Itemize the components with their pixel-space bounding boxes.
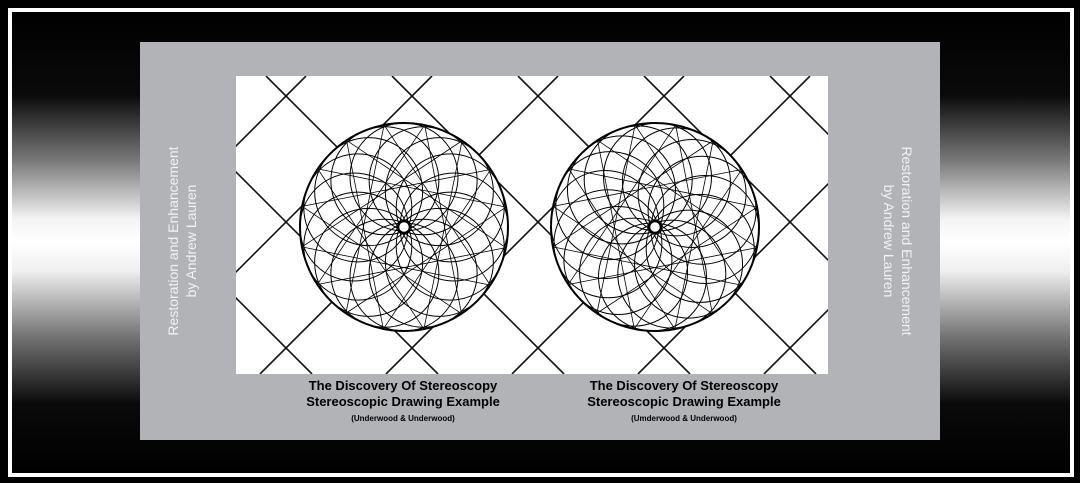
rosette-arc <box>634 209 744 319</box>
rosette-chord <box>317 168 425 330</box>
rosette-chord <box>552 140 714 248</box>
rosette-drawing <box>236 76 828 374</box>
rosette-chord <box>316 124 425 285</box>
rosette-chord <box>383 124 491 286</box>
rosette-arc <box>553 189 663 299</box>
rosette-arc <box>583 125 693 235</box>
rosette-arc <box>563 206 673 316</box>
grid-line <box>236 296 313 374</box>
rosette-chord <box>674 140 714 330</box>
grid-line <box>769 76 828 136</box>
rosette-chord <box>597 140 635 330</box>
rosette-arc <box>617 219 727 329</box>
rosette-chord <box>301 206 462 315</box>
grid-line <box>763 308 828 374</box>
rosette-arc <box>647 155 757 265</box>
rosette-chord <box>552 169 742 207</box>
rosette-chord <box>301 246 491 286</box>
rosette-chord <box>597 139 758 248</box>
caption-title: The Discovery Of Stereoscopy <box>308 378 498 393</box>
stereo-card: Restoration and Enhancement by Andrew La… <box>140 42 940 440</box>
rosette-chord <box>423 140 463 330</box>
grid-line <box>236 76 307 148</box>
right-credit-text: Restoration and Enhancement by Andrew La… <box>880 146 916 335</box>
rosette-chord <box>552 206 713 315</box>
rosette-chord <box>346 140 384 330</box>
rosette-chord <box>301 140 463 248</box>
credit-line: Restoration and Enhancement <box>899 146 915 336</box>
rosette-chord <box>596 206 758 314</box>
rosette-center <box>647 219 663 235</box>
rosette-chord <box>317 168 507 208</box>
rosette-arc <box>566 135 676 245</box>
caption-credit: (Umderwood & Underwood) <box>631 414 737 423</box>
rosette-chord <box>568 247 758 285</box>
rosette-chord <box>596 124 636 314</box>
credit-line: by Andrew Lauren <box>183 184 199 298</box>
rosette-chord <box>552 246 742 286</box>
rosette-chord <box>301 169 491 207</box>
rosette-chord <box>568 168 676 330</box>
caption-title: The Discovery Of Stereoscopy <box>589 378 779 393</box>
left-credit-text: Restoration and Enhancement by Andrew La… <box>164 146 200 335</box>
rosette-chord <box>634 169 743 330</box>
rosette-chord <box>567 124 676 285</box>
caption-subtitle: Stereoscopic Drawing Example <box>306 394 500 409</box>
grid-line <box>643 76 828 262</box>
rosette-chord <box>634 124 742 286</box>
rosette-chord <box>675 124 713 314</box>
rosette-chord <box>568 168 758 208</box>
credit-line: Restoration and Enhancement <box>165 146 181 336</box>
rosette-arc <box>637 138 747 248</box>
rosette-chord <box>383 169 492 330</box>
rosette-chord <box>345 206 507 314</box>
credit-line: by Andrew Lauren <box>881 184 897 298</box>
stereo-drawing-image <box>236 76 828 374</box>
caption-right: The Discovery Of Stereoscopy Stereoscopi… <box>554 378 814 426</box>
caption-left: The Discovery Of Stereoscopy Stereoscopi… <box>273 378 533 426</box>
rosette-chord <box>345 124 385 314</box>
rosette-center <box>396 219 412 235</box>
caption-credit: (Underwood & Underwood) <box>351 414 455 423</box>
rosette-chord <box>424 124 462 314</box>
caption-subtitle: Stereoscopic Drawing Example <box>587 394 781 409</box>
rosette-chord <box>317 247 507 285</box>
rosette-chord <box>346 139 507 248</box>
